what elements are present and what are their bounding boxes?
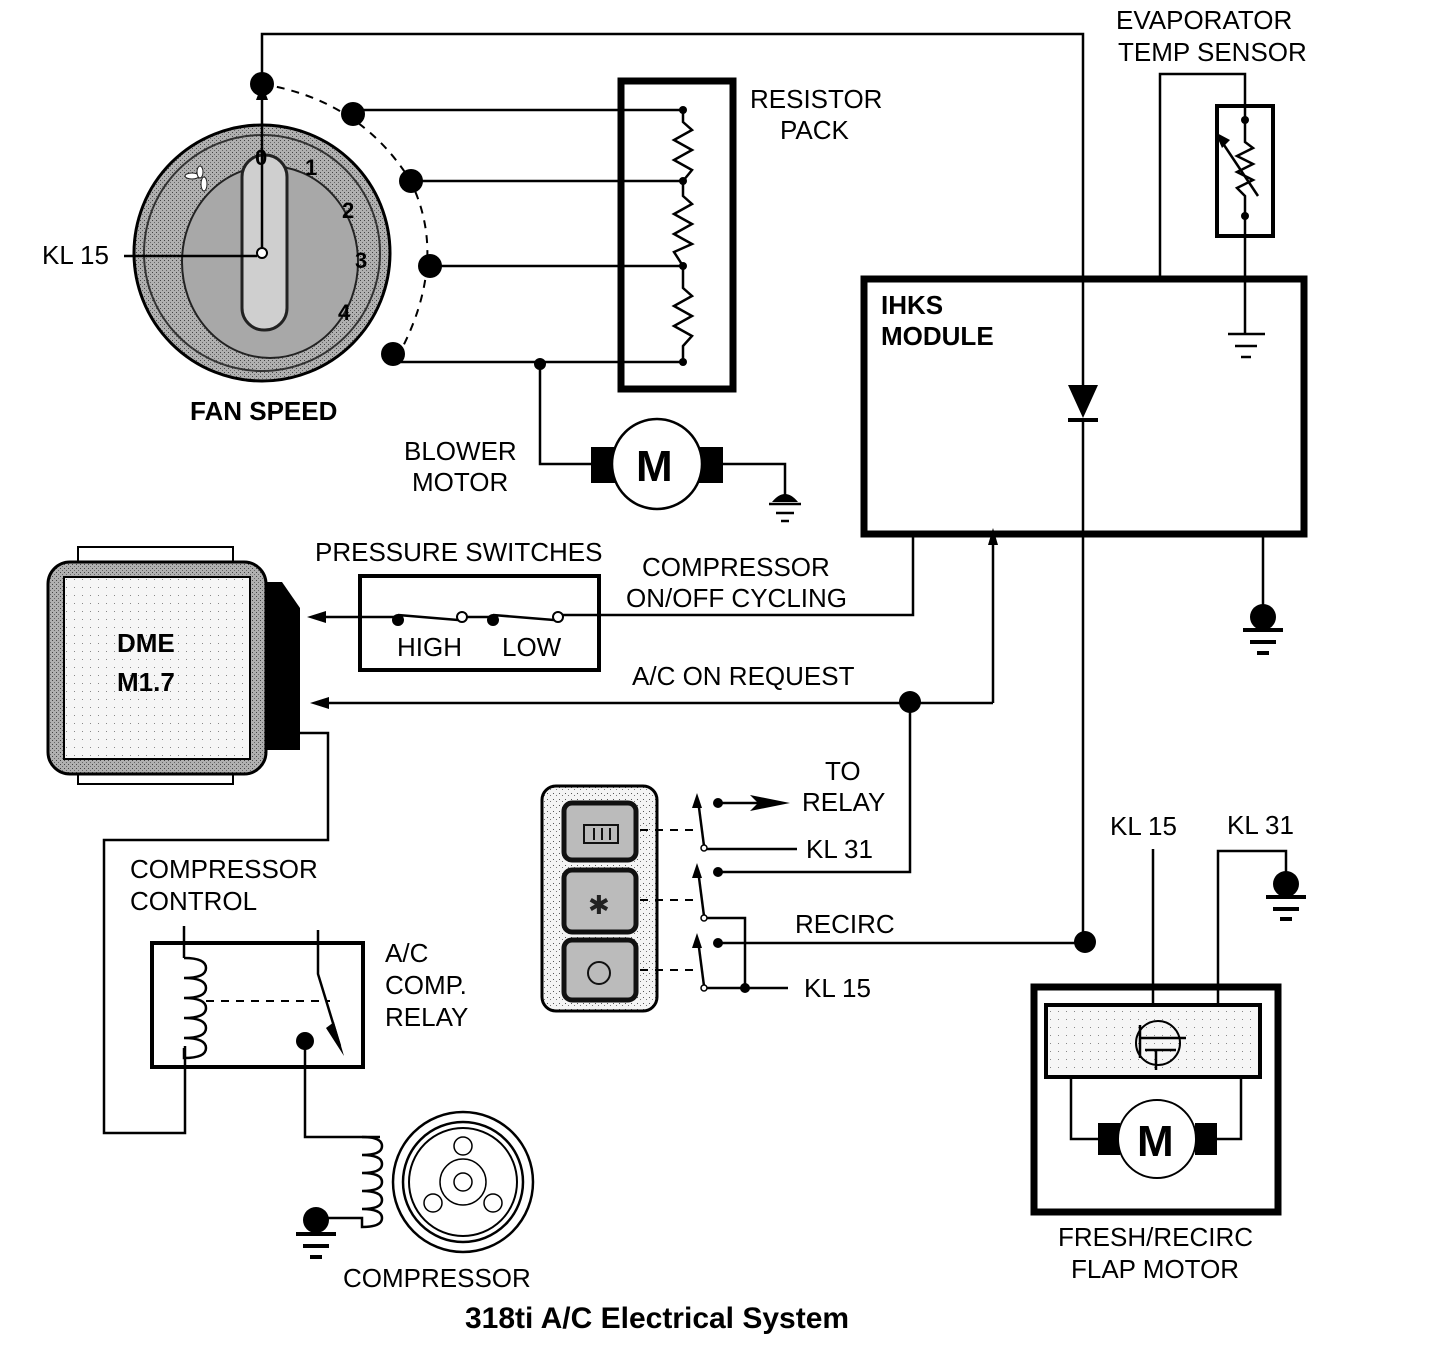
compressor-label: COMPRESSOR — [343, 1263, 531, 1293]
compressor-pulley-icon — [391, 1110, 535, 1254]
pressure-switches: PRESSURE SWITCHES HIGH LOW COMPRESSOR ON… — [307, 534, 915, 672]
evaporator-label-1: EVAPORATOR — [1116, 5, 1292, 35]
fan-speed-switch: 0 1 2 3 4 KL 15 FAN SPEED — [42, 72, 442, 426]
recirc-label: RECIRC — [795, 909, 895, 939]
fan-pos-1: 1 — [305, 155, 317, 180]
to-relay-label-1: TO — [825, 756, 861, 786]
diagram-title: 318ti A/C Electrical System — [465, 1302, 849, 1335]
recirculation-button[interactable] — [561, 937, 639, 1003]
ac-compressor-relay: COMPRESSOR CONTROL A/C COMP. RELAY — [102, 731, 468, 1139]
blower-motor-symbol: M — [636, 442, 673, 491]
flap-motor-symbol: M — [1137, 1117, 1174, 1166]
compressor: COMPRESSOR — [296, 1110, 535, 1293]
relay-coil-icon — [182, 956, 208, 1060]
fan-pos-3: 3 — [355, 248, 367, 273]
compressor-control-label-1: COMPRESSOR — [130, 854, 318, 884]
ihks-label-1: IHKS — [881, 290, 943, 320]
relay-label-2: COMP. — [385, 970, 467, 1000]
fan-speed-label: FAN SPEED — [190, 396, 337, 426]
flap-kl31-label: KL 31 — [1227, 810, 1294, 840]
blower-motor: M BLOWER MOTOR — [404, 358, 801, 523]
transistor-icon — [1135, 1020, 1186, 1070]
climate-button-panel: ✱ TO RELAY KL 31 RECIRC KL — [540, 756, 1083, 1013]
ihks-label-2: MODULE — [881, 321, 994, 351]
fan-pos-2: 2 — [342, 198, 354, 223]
to-relay-label-2: RELAY — [802, 787, 885, 817]
rear-defrost-button[interactable] — [561, 800, 639, 863]
ac-button[interactable]: ✱ — [561, 867, 639, 935]
flap-motor-label-1: FRESH/RECIRC — [1058, 1222, 1253, 1252]
fan-kl15-label: KL 15 — [42, 240, 109, 270]
dme-m17: DME M1.7 — [46, 546, 300, 785]
panel-kl31-label: KL 31 — [806, 834, 873, 864]
evaporator-temp-sensor: EVAPORATOR TEMP SENSOR — [1116, 5, 1307, 359]
fresh-recirc-flap-motor: KL 15 KL 31 M FRESH/RECIRC FLAP MOTOR — [1030, 810, 1306, 1284]
resistor-pack-label-1: RESISTOR — [750, 84, 882, 114]
diode-icon — [1068, 385, 1098, 418]
fan-speed-knob[interactable] — [240, 153, 289, 332]
blower-motor-label-1: BLOWER — [404, 436, 517, 466]
snowflake-icon: ✱ — [588, 890, 610, 920]
evaporator-label-2: TEMP SENSOR — [1118, 37, 1307, 67]
clutch-coil-icon — [316, 1135, 384, 1229]
compressor-cycling-label-1: COMPRESSOR — [642, 552, 830, 582]
dme-label-2: M1.7 — [117, 667, 175, 697]
flap-kl15-label: KL 15 — [1110, 811, 1177, 841]
compressor-cycling-label-2: ON/OFF CYCLING — [626, 583, 847, 613]
pressure-high-label: HIGH — [397, 632, 462, 662]
blower-motor-icon — [610, 417, 704, 511]
panel-kl15-label: KL 15 — [804, 973, 871, 1003]
blower-motor-label-2: MOTOR — [412, 467, 508, 497]
resistor-pack: RESISTOR PACK — [353, 77, 882, 393]
resistor-pack-label-2: PACK — [780, 115, 850, 145]
fan-pos-4: 4 — [338, 300, 351, 325]
recirc-icon — [587, 961, 611, 985]
pressure-switches-label: PRESSURE SWITCHES — [315, 537, 603, 567]
fan-icon — [184, 165, 208, 192]
flap-motor-icon — [1117, 1099, 1197, 1179]
ac-on-request-signal: A/C ON REQUEST — [310, 528, 998, 874]
ihks-module: IHKS MODULE — [860, 275, 1308, 942]
compressor-control-label-2: CONTROL — [130, 886, 257, 916]
to-relay-arrow-icon — [750, 795, 790, 811]
relay-label-3: RELAY — [385, 1002, 468, 1032]
ac-on-request-label: A/C ON REQUEST — [632, 661, 855, 691]
flap-motor-label-2: FLAP MOTOR — [1071, 1254, 1239, 1284]
dme-label-1: DME — [117, 628, 175, 658]
pressure-low-label: LOW — [502, 632, 562, 662]
dme-input-arrow-icon — [307, 611, 326, 623]
relay-label-1: A/C — [385, 938, 428, 968]
